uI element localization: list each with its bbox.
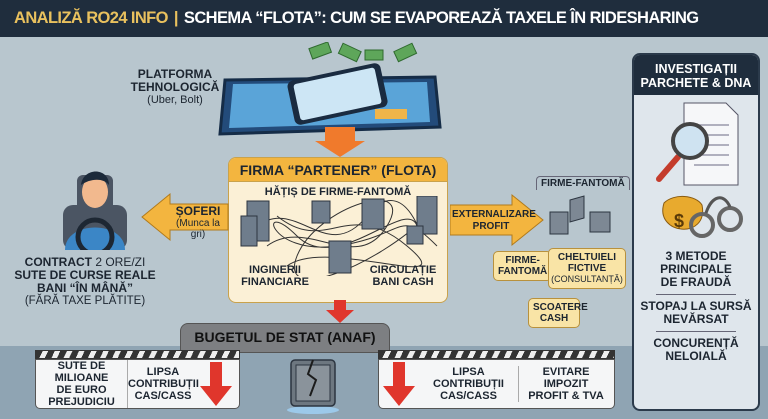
label-line: IMPOZIT xyxy=(543,378,589,390)
contract-label: CONTRACT xyxy=(24,255,92,269)
label-line: STOPAJ LA SURSĂ xyxy=(640,299,752,313)
hazard-stripe xyxy=(378,350,615,359)
title-line: INVESTIGAȚII xyxy=(655,62,737,76)
label-line: EXTERNALIZARE xyxy=(452,209,536,220)
hazard-stripe xyxy=(35,350,240,359)
label-line: CAS/CASS xyxy=(134,390,192,402)
platform-title-1: PLATFORMA xyxy=(137,67,213,81)
label-line: BANI CASH xyxy=(372,276,434,288)
broken-safe-icon xyxy=(287,359,339,414)
label-line: NEVĂRSAT xyxy=(663,312,729,326)
label-line: NELOIALĂ xyxy=(665,349,727,363)
arrow-right-icon xyxy=(450,193,544,247)
document-magnifier-handcuffs-icon: $ xyxy=(656,102,743,238)
state-budget-title: BUGETUL DE STAT (ANAF) xyxy=(180,323,390,353)
drivers-description: CONTRACT 2 ORE/ZI SUTE DE CURSE REALE BA… xyxy=(10,255,160,308)
brand-label: ANALIZĂ RO24 INFO xyxy=(14,9,168,27)
label-line: CASH xyxy=(539,313,569,324)
label-line: INGINERII xyxy=(249,264,301,276)
label-line: 3 METODE xyxy=(665,249,727,263)
arrow-down-icon xyxy=(315,127,365,157)
drivers-label: ȘOFERI xyxy=(175,204,221,218)
label-line: FANTOMĂ xyxy=(498,266,548,277)
title-line: PARCHETE & DNA xyxy=(640,76,752,90)
label-line: DE FRAUDĂ xyxy=(660,275,732,289)
shell-companies-group-label: FIRME-FANTOMĂ xyxy=(536,176,630,190)
label-line: LIPSA xyxy=(452,366,485,378)
label-line: PREJUDICIU xyxy=(48,396,115,408)
label-line: FIRME- xyxy=(505,255,540,266)
firm-title: FIRMA “PARTENER” (FLOTA) xyxy=(229,158,447,182)
label-line: LIPSA xyxy=(146,366,180,378)
smartphone-tablet-illustration xyxy=(218,42,442,157)
label-line: PRINCIPALE xyxy=(660,262,732,276)
label-line: FICTIVE xyxy=(567,263,607,274)
contract-hours: 2 ORE/ZI xyxy=(95,255,146,269)
cash-in-hand-label: BANI “ÎN MÂNĂ” xyxy=(37,281,133,295)
label-line: EVITARE xyxy=(542,366,590,378)
drivers-sublabel: (Munca la gri) xyxy=(176,218,220,240)
label-line: SUTE DE MILIOANE xyxy=(54,360,109,384)
divider xyxy=(656,331,736,332)
label-line: FINANCIARE xyxy=(241,276,309,288)
label-line: PROFIT xyxy=(472,221,510,232)
platform-title-2: TEHNOLOGICĂ xyxy=(130,80,220,94)
label-line: CIRCULAȚIE xyxy=(369,264,437,276)
label-line: CHELTUIELI xyxy=(557,252,617,263)
divider xyxy=(656,294,736,295)
callout-shell-companies: FIRME-FANTOMĂ xyxy=(493,251,553,281)
partner-firm-box: FIRMA “PARTENER” (FLOTA) HĂȚIȘ DE FIRME-… xyxy=(228,157,448,303)
header-separator: | xyxy=(173,9,179,27)
page-title: SCHEMA “FLOTA”: CUM SE EVAPOREAZĂ TAXELE… xyxy=(183,9,699,27)
shell-companies-tangle-illustration xyxy=(240,196,438,276)
label-line: PROFIT & TVA xyxy=(528,390,604,402)
label-line: CONTRIBUȚII xyxy=(128,378,199,390)
arrow-down-icon xyxy=(200,362,232,406)
label-line: CONCURENȚĂ xyxy=(653,336,739,350)
arrow-down-icon xyxy=(326,300,354,323)
label-line: CONTRIBUȚII xyxy=(433,378,504,390)
drivers-arrow-label: ȘOFERI (Munca la gri) xyxy=(168,204,228,240)
driver-icon xyxy=(63,171,127,250)
label-line: DE EURO xyxy=(56,384,107,396)
label-line: (CONSULTANȚĂ) xyxy=(551,274,623,284)
firm-subtitle: HĂȚIȘ DE FIRME-FANTOMĂ xyxy=(264,186,412,198)
ruined-buildings-icon xyxy=(549,195,611,235)
arrow-left-icon xyxy=(141,192,229,242)
platform-subtitle: (Uber, Bolt) xyxy=(147,94,203,106)
no-taxes-label: (FĂRĂ TAXE PLĂTITE) xyxy=(24,295,146,307)
platform-label: PLATFORMA TEHNOLOGICĂ (Uber, Bolt) xyxy=(120,67,230,107)
label-line: SCOATERE xyxy=(533,302,588,313)
header-banner: ANALIZĂ RO24 INFO | SCHEMA “FLOTA”: CUM … xyxy=(0,0,768,37)
arrow-down-icon xyxy=(383,362,415,406)
svg-text:$: $ xyxy=(674,211,684,231)
real-rides-label: SUTE DE CURSE REALE xyxy=(14,268,156,282)
label-line: CAS/CASS xyxy=(440,390,497,402)
